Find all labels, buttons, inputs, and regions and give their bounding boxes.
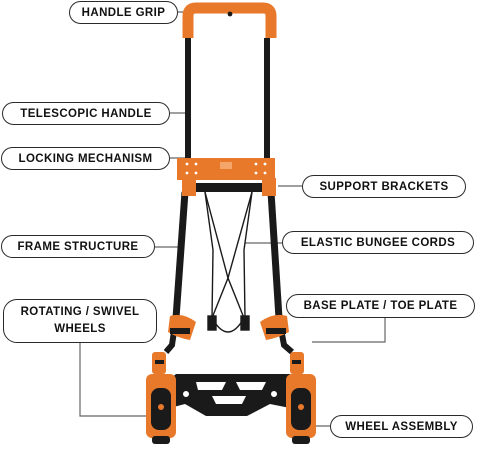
- base-plate-part: [162, 374, 300, 416]
- label-rotating-swivel-wheels: ROTATING / SWIVEL WHEELS: [3, 299, 157, 343]
- hub-brackets-part: [168, 314, 289, 340]
- telescopic-handle-part: [185, 38, 270, 158]
- support-brackets-part: [182, 178, 276, 196]
- label-locking-mechanism: LOCKING MECHANISM: [1, 147, 170, 170]
- label-frame-structure: FRAME STRUCTURE: [1, 235, 155, 258]
- handle-grip-part: [182, 2, 277, 38]
- label-wheel-assembly: WHEEL ASSEMBLY: [330, 415, 473, 438]
- label-rotating-swivel-wheels-line2: WHEELS: [54, 323, 106, 335]
- label-support-brackets: SUPPORT BRACKETS: [302, 175, 466, 198]
- label-handle-grip: HANDLE GRIP: [69, 1, 178, 24]
- leader-base-plate: [312, 318, 386, 343]
- label-elastic-bungee-cords: ELASTIC BUNGEE CORDS: [282, 231, 474, 254]
- wheel-assembly-part: [146, 374, 316, 444]
- leader-swivel-wheels: [79, 343, 147, 417]
- label-telescopic-handle: TELESCOPIC HANDLE: [2, 102, 170, 125]
- leader-lines: [79, 11, 386, 427]
- label-base-plate-toe-plate: BASE PLATE / TOE PLATE: [286, 294, 475, 318]
- label-rotating-swivel-wheels-line1: ROTATING / SWIVEL: [20, 306, 140, 318]
- swivel-castors-part: [152, 352, 304, 374]
- locking-mechanism-part: [177, 158, 275, 180]
- bungee-cords-part: [204, 191, 253, 333]
